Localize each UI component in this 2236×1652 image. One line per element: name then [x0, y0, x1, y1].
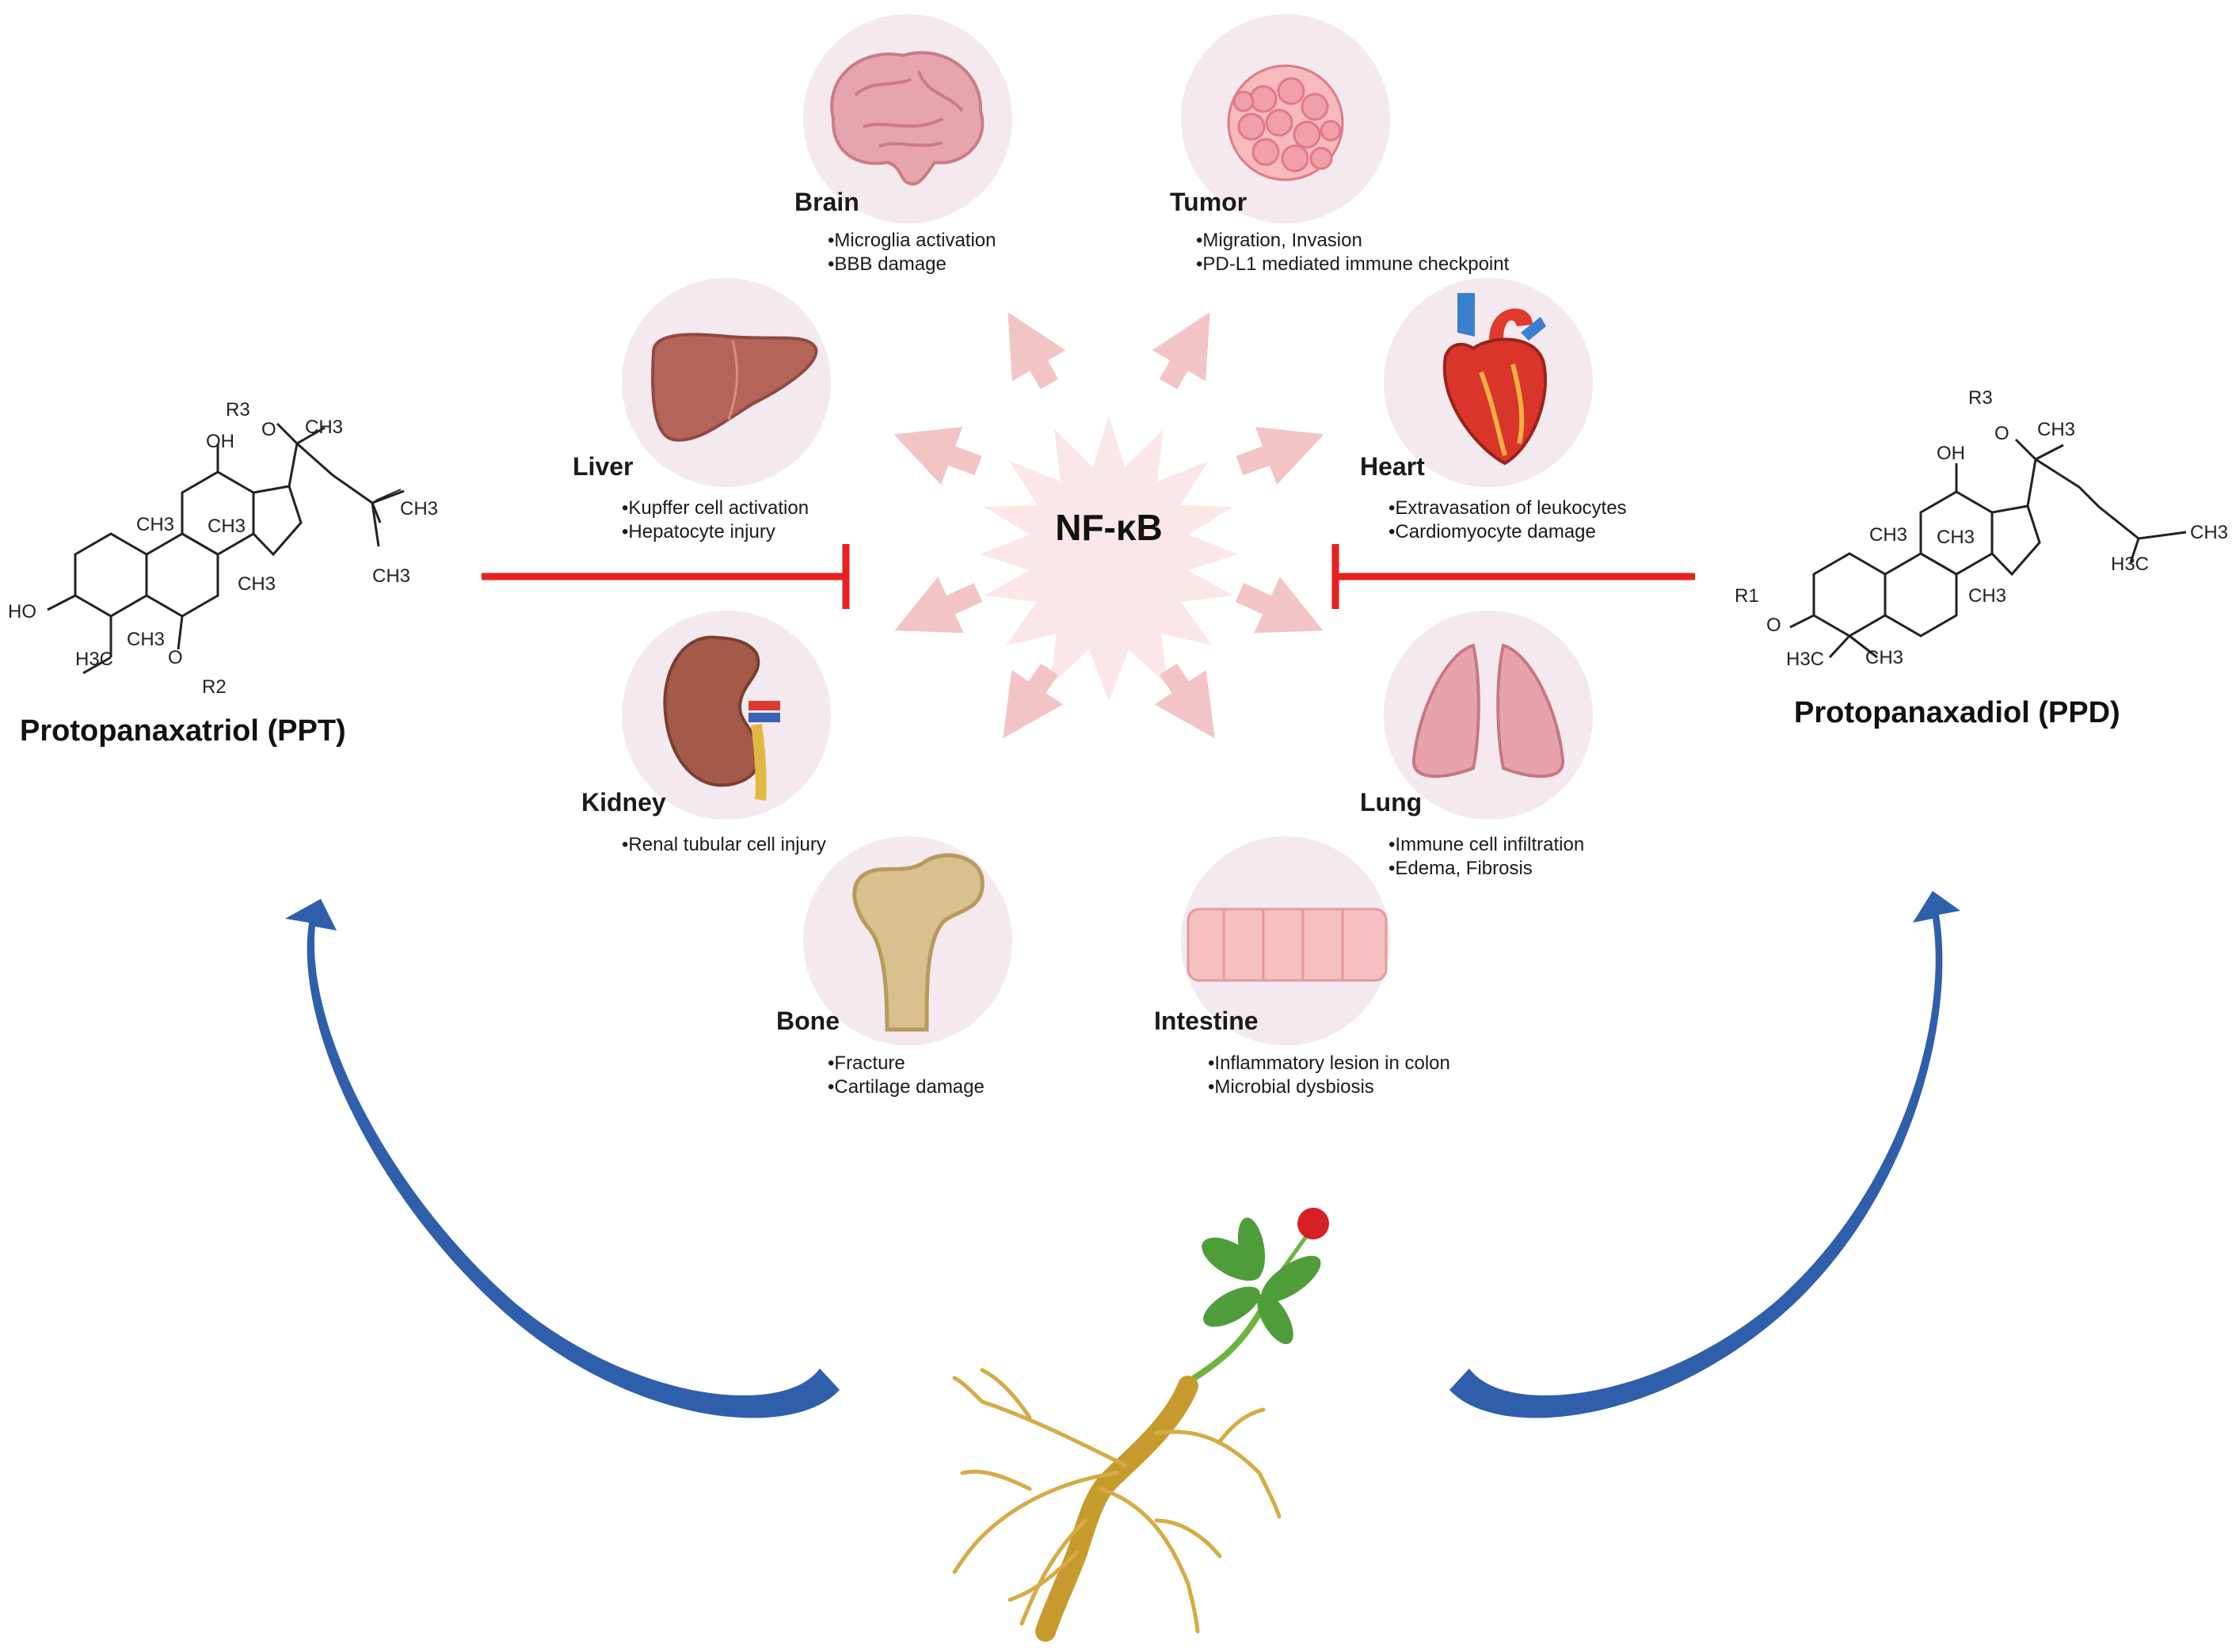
organ-name: Lung	[1360, 788, 1422, 816]
burst-shape	[980, 416, 1238, 701]
chem-label: CH3	[136, 514, 174, 535]
nfkb-label: NF-κB	[1055, 507, 1163, 548]
label-bone: Bone •Fracture •Cartilage damage	[776, 1007, 985, 1098]
organ-name: Liver	[573, 452, 633, 481]
chem-label: OH	[206, 431, 234, 452]
curved-arrow-left	[285, 899, 840, 1418]
chem-label: CH3	[305, 417, 343, 438]
chem-label: CH3	[1968, 585, 2006, 607]
organ-name: Kidney	[581, 788, 666, 816]
chem-label: CH3	[372, 565, 410, 587]
bullet: •Kupffer cell activation	[622, 497, 809, 519]
bullet: •Inflammatory lesion in colon	[1208, 1052, 1450, 1074]
chem-label: R3	[226, 399, 250, 421]
chem-label: O	[168, 647, 183, 668]
organ-heart	[1384, 278, 1593, 487]
liver-icon	[651, 333, 818, 442]
heart-icon	[1442, 293, 1548, 466]
bullet: •Fracture	[828, 1052, 905, 1074]
spoke-arrow-heart	[1236, 427, 1324, 485]
label-lung: Lung •Immune cell infiltration •Edema, F…	[1360, 788, 1584, 879]
ppt-structure	[47, 422, 405, 675]
bullet: •Cardiomyocyte damage	[1388, 521, 1596, 542]
spoke-arrow-tumor	[1152, 312, 1210, 390]
chem-label: H3C	[1786, 649, 1824, 670]
bullet: •Cartilage damage	[828, 1076, 985, 1098]
ppd-structure	[1789, 438, 2187, 659]
intestine-icon	[1187, 908, 1388, 982]
spoke-arrow-lung	[1235, 577, 1324, 634]
spoke-arrow-brain	[1008, 312, 1066, 390]
chem-label: H3C	[2111, 554, 2149, 575]
bullet: •Immune cell infiltration	[1388, 834, 1584, 855]
organ-liver	[622, 278, 831, 487]
kidney-icon	[663, 635, 780, 801]
organ-name: Intestine	[1154, 1007, 1259, 1035]
spoke-arrow-liver	[893, 427, 982, 485]
label-liver: Liver •Kupffer cell activation •Hepatocy…	[573, 452, 809, 542]
chem-label: OH	[1937, 443, 1965, 464]
spoke-arrow-bone	[1003, 663, 1064, 739]
ginseng-plant-icon	[952, 1208, 1329, 1642]
chem-label: CH3	[238, 573, 276, 595]
bullet: •Microglia activation	[828, 230, 996, 251]
ppd-labels: R3 O CH3 OH CH3 CH3 CH3 R1 O H3C CH3 CH3…	[1735, 387, 2228, 670]
chem-label: O	[261, 419, 276, 440]
chem-label: HO	[8, 601, 36, 622]
chem-label: CH3	[1865, 647, 1903, 668]
label-kidney: Kidney •Renal tubular cell injury	[581, 788, 826, 855]
chem-label: R3	[1968, 387, 1993, 409]
organ-name: Bone	[776, 1007, 840, 1035]
label-intestine: Intestine •Inflammatory lesion in colon …	[1154, 1007, 1450, 1098]
bullet: •Microbial dysbiosis	[1208, 1076, 1374, 1098]
chem-label: CH3	[2037, 419, 2075, 440]
bullet: •Hepatocyte injury	[622, 521, 775, 542]
chem-label: R2	[202, 676, 227, 698]
chem-label: O	[1994, 423, 2009, 444]
bone-icon	[852, 853, 985, 1032]
organ-name: Brain	[794, 188, 859, 216]
chem-label: O	[1766, 615, 1781, 636]
inhibition-left	[482, 544, 850, 609]
organ-tumor	[1181, 14, 1390, 223]
chem-label: CH3	[2190, 522, 2228, 543]
organ-lung	[1384, 611, 1593, 820]
label-tumor: Tumor •Migration, Invasion •PD-L1 mediat…	[1170, 188, 1510, 275]
chem-label: CH3	[1869, 524, 1907, 546]
ppd-name: Protopanaxadiol (PPD)	[1794, 696, 2120, 729]
chem-label: CH3	[400, 498, 438, 520]
bullet: •PD-L1 mediated immune checkpoint	[1196, 253, 1510, 275]
label-brain: Brain •Microglia activation •BBB damage	[794, 188, 996, 275]
lung-icon	[1411, 643, 1565, 778]
spoke-arrow-kidney	[894, 577, 983, 634]
organ-kidney	[622, 611, 831, 820]
chem-label: CH3	[208, 516, 246, 537]
spoke-arrow-intestine	[1154, 663, 1215, 739]
nfkb-center: NF-κB	[980, 416, 1238, 701]
tumor-icon	[1227, 64, 1344, 181]
ppt-name: Protopanaxatriol (PPT)	[20, 714, 346, 748]
organ-brain	[803, 14, 1012, 223]
organ-name: Heart	[1360, 452, 1425, 481]
organ-name: Tumor	[1170, 188, 1247, 216]
chem-label: H3C	[75, 649, 113, 670]
organ-bone	[803, 836, 1012, 1045]
inhibition-right	[1331, 544, 1695, 609]
bullet: •Extravasation of leukocytes	[1388, 497, 1627, 519]
bullet: •Edema, Fibrosis	[1388, 858, 1533, 879]
bullet: •BBB damage	[828, 253, 947, 275]
bullet: •Renal tubular cell injury	[622, 834, 826, 855]
label-heart: Heart •Extravasation of leukocytes •Card…	[1360, 452, 1627, 542]
bullet: •Migration, Invasion	[1196, 230, 1362, 251]
chem-label: CH3	[127, 629, 165, 650]
brain-icon	[830, 51, 985, 186]
organ-intestine	[1181, 836, 1390, 1045]
chem-label: CH3	[1937, 527, 1975, 548]
curved-arrow-right	[1449, 891, 1960, 1418]
chem-label: R1	[1735, 585, 1759, 607]
ppt-labels: R3 O CH3 OH CH3 CH3 CH3 CH3 CH3 HO H3C C…	[8, 399, 438, 698]
spoke-arrows	[893, 312, 1324, 739]
